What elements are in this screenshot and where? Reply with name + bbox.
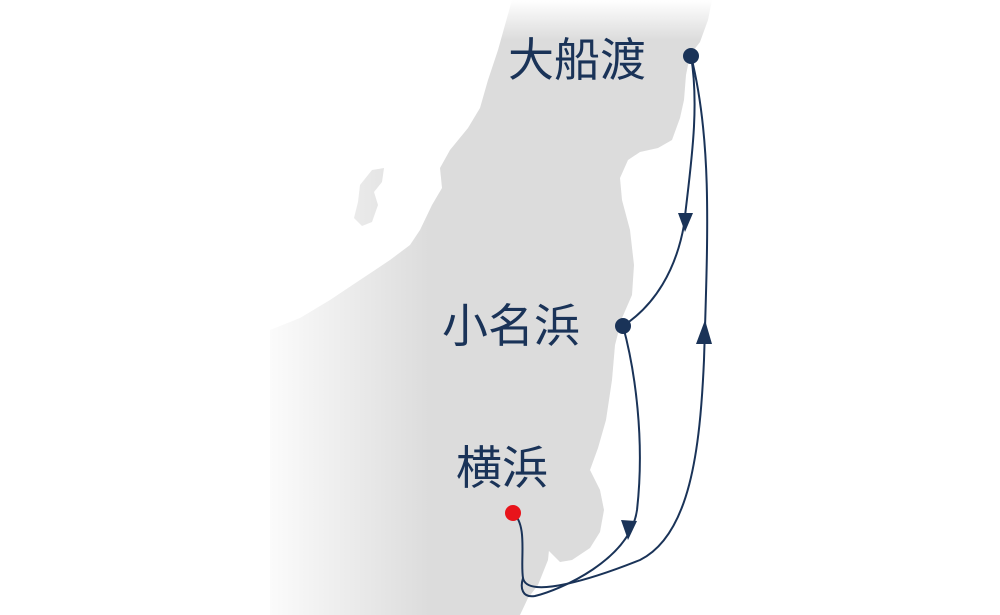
route-onahama-to-yokohama	[520, 325, 641, 598]
fade-north	[430, 0, 730, 40]
port-marker-yokohama[interactable]	[505, 505, 521, 521]
port-labels: 大船渡 小名浜 横浜	[442, 33, 646, 495]
port-label-yokohama: 横浜	[456, 441, 548, 495]
fade-west	[250, 0, 430, 615]
port-label-onahama: 小名浜	[442, 299, 580, 353]
boso-peninsula	[546, 470, 604, 562]
port-label-ofunato: 大船渡	[508, 33, 646, 87]
direction-arrow-northbound	[696, 320, 712, 344]
direction-arrow-southbound-south	[621, 520, 637, 540]
port-marker-onahama[interactable]	[615, 318, 631, 334]
route-layer	[512, 55, 712, 598]
port-marker-ofunato[interactable]	[683, 48, 699, 64]
land-layer	[250, 0, 730, 615]
port-markers	[505, 48, 699, 521]
direction-arrow-southbound-north	[678, 213, 693, 232]
